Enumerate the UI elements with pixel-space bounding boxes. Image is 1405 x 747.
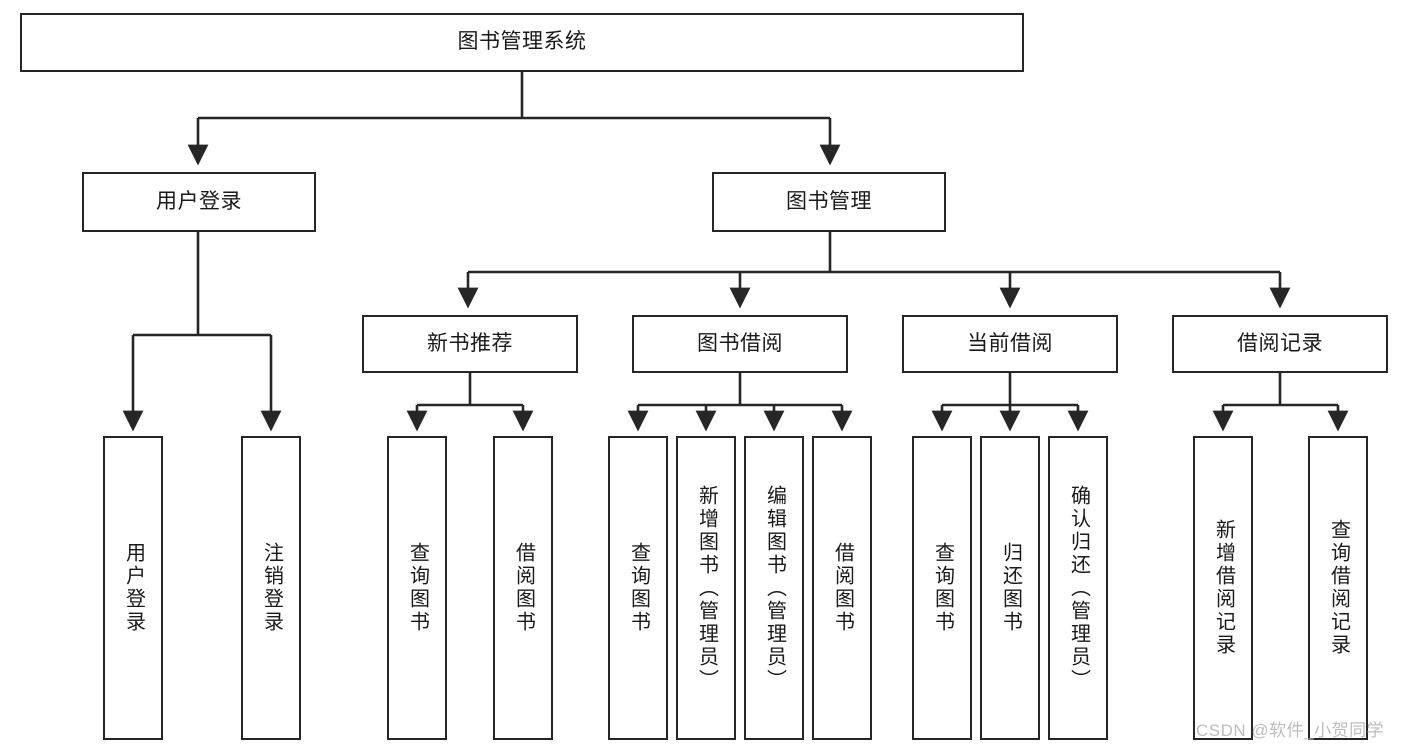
node-label: 借阅图书 — [831, 542, 854, 634]
node-leaf-query-book-newbook[interactable]: 查询图书 — [387, 436, 447, 740]
node-label: 确认归还（管理员） — [1067, 484, 1090, 692]
node-label: 图书借阅 — [697, 331, 783, 355]
node-label: 查询图书 — [627, 542, 650, 634]
node-label: 查询图书 — [406, 542, 429, 634]
node-leaf-query-book-borrow[interactable]: 查询图书 — [608, 436, 668, 740]
node-label: 编辑图书（管理员） — [763, 484, 786, 692]
node-leaf-query-borrow-record[interactable]: 查询借阅记录 — [1308, 436, 1368, 740]
node-leaf-confirm-return-admin[interactable]: 确认归还（管理员） — [1048, 436, 1108, 740]
node-label: 图书管理系统 — [457, 30, 587, 54]
node-book-management[interactable]: 图书管理 — [712, 172, 946, 232]
node-label: 查询图书 — [931, 542, 954, 634]
node-borrow-record[interactable]: 借阅记录 — [1172, 315, 1388, 373]
node-user-login[interactable]: 用户登录 — [82, 172, 316, 232]
node-current-borrow[interactable]: 当前借阅 — [902, 315, 1118, 373]
node-label: 借阅图书 — [512, 542, 535, 634]
node-leaf-add-borrow-record[interactable]: 新增借阅记录 — [1193, 436, 1253, 740]
node-leaf-edit-book-admin[interactable]: 编辑图书（管理员） — [744, 436, 804, 740]
node-label: 注销登录 — [260, 542, 283, 634]
node-leaf-logout[interactable]: 注销登录 — [241, 436, 301, 740]
node-new-book-recommend[interactable]: 新书推荐 — [362, 315, 578, 373]
node-label: 查询借阅记录 — [1327, 519, 1350, 657]
node-label: 新书推荐 — [427, 331, 513, 355]
node-leaf-query-book-current[interactable]: 查询图书 — [912, 436, 972, 740]
node-leaf-borrow-book-newbook[interactable]: 借阅图书 — [493, 436, 553, 740]
node-label: 用户登录 — [122, 542, 145, 634]
node-book-borrow[interactable]: 图书借阅 — [632, 315, 848, 373]
node-label: 当前借阅 — [967, 331, 1053, 355]
node-label: 图书管理 — [786, 189, 872, 213]
node-label: 新增图书（管理员） — [695, 484, 718, 692]
node-label: 借阅记录 — [1237, 331, 1323, 355]
node-leaf-user-login[interactable]: 用户登录 — [103, 436, 163, 740]
node-root-book-management-system[interactable]: 图书管理系统 — [20, 13, 1024, 72]
node-leaf-borrow-book[interactable]: 借阅图书 — [812, 436, 872, 740]
node-label: 用户登录 — [156, 189, 242, 213]
node-leaf-return-book[interactable]: 归还图书 — [980, 436, 1040, 740]
node-label: 归还图书 — [999, 542, 1022, 634]
node-label: 新增借阅记录 — [1212, 519, 1235, 657]
node-leaf-add-book-admin[interactable]: 新增图书（管理员） — [676, 436, 736, 740]
